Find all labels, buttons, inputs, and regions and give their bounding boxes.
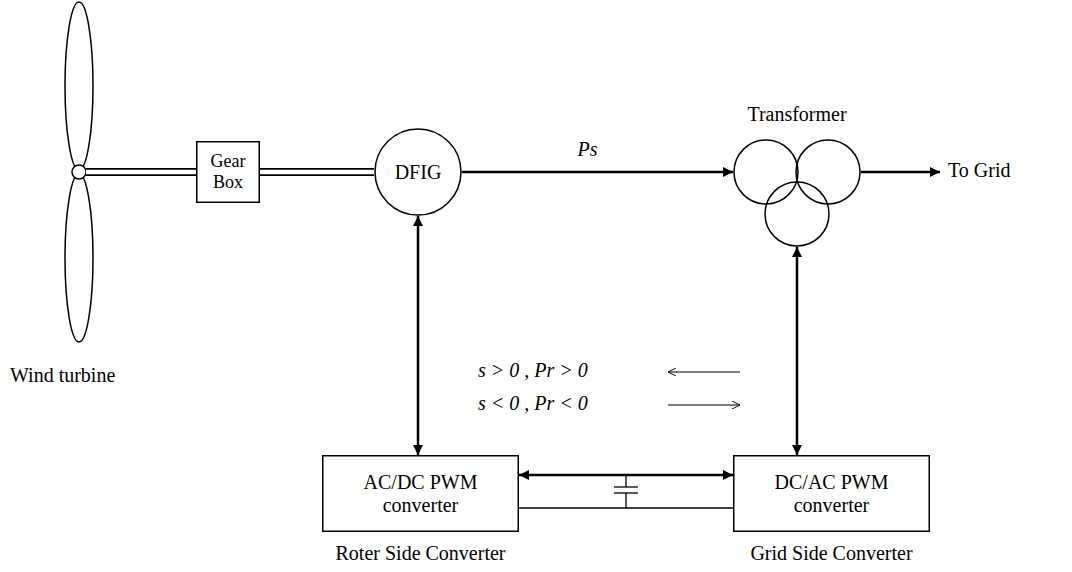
converter-box: AC/DC PWM converterRoter Side Converter	[322, 455, 519, 532]
node-caption: Grid Side Converter	[750, 542, 912, 565]
power-arrow	[462, 172, 733, 173]
generator-circle: DFIG	[374, 128, 462, 216]
edge-label: Ps	[578, 138, 598, 161]
node-label: DFIG	[395, 161, 442, 184]
grid-arrow	[861, 171, 940, 174]
power-flow-label: s > 0 , Pr > 0	[478, 359, 588, 382]
grid-label: To Grid	[948, 159, 1010, 182]
node-caption: Roter Side Converter	[336, 542, 506, 565]
power-flow-arrow	[668, 371, 740, 372]
shaft-line	[260, 172, 374, 173]
power-flow-label: s < 0 , Pr < 0	[478, 392, 588, 415]
power-arrow	[519, 475, 733, 476]
converter-box: DC/AC PWM converterGrid Side Converter	[733, 455, 930, 532]
power-arrow	[418, 216, 419, 455]
node-heading: Transformer	[747, 103, 846, 126]
turbine-label: Wind turbine	[10, 364, 115, 387]
dc-link-capacitor	[519, 475, 733, 508]
power-flow-arrow	[668, 404, 740, 405]
transformer-symbol-outline	[733, 139, 861, 247]
transformer-symbol: Transformer	[733, 139, 861, 247]
node-label: Gear Box	[203, 151, 253, 192]
gearbox-box: Gear Box	[196, 141, 260, 203]
power-arrow	[797, 247, 798, 455]
node-label: DC/AC PWM converter	[757, 471, 907, 517]
node-label: AC/DC PWM converter	[346, 471, 496, 517]
turbine-shaft	[86, 172, 196, 173]
